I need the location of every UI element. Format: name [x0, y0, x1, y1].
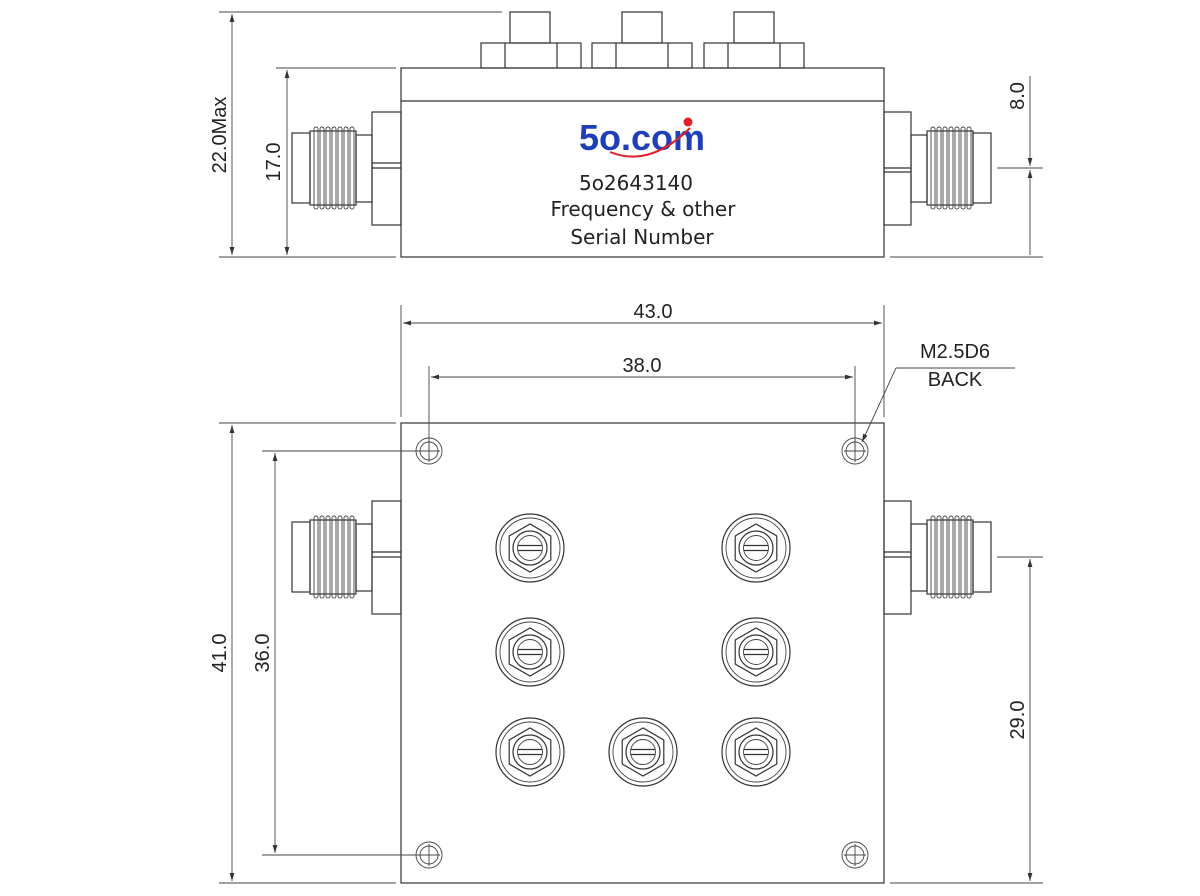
- dim-connector-offset: 29.0: [890, 556, 1043, 884]
- tuning-screws: [495, 513, 791, 787]
- connector-thread: [319, 126, 325, 210]
- tuning-screw-icon: [721, 617, 791, 687]
- connector-thread: [325, 515, 331, 599]
- dim-height-max-label: 22.0Max: [209, 97, 231, 174]
- tuning-screw-icon: [495, 717, 565, 787]
- dim-body-height: 17.0: [263, 67, 396, 255]
- sma-connector-icon-threads: [313, 515, 355, 599]
- side-view: 5o.com 5o2643140 Frequency & other Seria…: [209, 11, 1043, 258]
- connector-thread: [343, 126, 349, 210]
- connector-thread: [960, 126, 966, 210]
- connector-thread: [313, 126, 319, 210]
- top-view: 43.0 38.0 M2.5D6 BACK 41.0 36: [209, 301, 1043, 884]
- brand-logo: 5o.com: [579, 117, 705, 158]
- mounting-hole-icon: [841, 841, 869, 869]
- connector-thread: [948, 515, 954, 599]
- connector-thread: [942, 515, 948, 599]
- sma-connector-icon-threads: [313, 126, 355, 210]
- connector-thread: [954, 126, 960, 210]
- connector-thread: [349, 126, 355, 210]
- tuning-screw-icon: [608, 717, 678, 787]
- dim-body-height-label: 17.0: [263, 143, 285, 182]
- connector-thread: [349, 515, 355, 599]
- side-right-connector: [883, 111, 992, 226]
- connector-thread: [966, 126, 972, 210]
- dim-height-max: 22.0Max: [209, 11, 502, 258]
- connector-thread: [948, 126, 954, 210]
- connector-thread: [313, 515, 319, 599]
- side-left-connector: [291, 111, 402, 226]
- connector-thread: [936, 126, 942, 210]
- hole-callout: M2.5D6 BACK: [861, 341, 1015, 443]
- top-view-body: [400, 422, 885, 884]
- part-number: 5o2643140: [579, 171, 693, 195]
- top-left-connector: [291, 500, 402, 615]
- connector-thread: [337, 126, 343, 210]
- tuning-screw-icon: [721, 513, 791, 583]
- hole-callout-size: M2.5D6: [920, 341, 990, 363]
- sma-connector-icon-threads: [930, 515, 972, 599]
- dim-hole-spacing-x: 38.0: [428, 355, 856, 450]
- connector-thread: [930, 515, 936, 599]
- connector-thread: [343, 515, 349, 599]
- tuning-screw-icon: [721, 717, 791, 787]
- connector-thread: [331, 126, 337, 210]
- mounting-holes: [415, 437, 869, 869]
- connector-thread: [936, 515, 942, 599]
- dim-connector-offset-label: 29.0: [1007, 701, 1029, 740]
- tuning-screw-icon: [495, 617, 565, 687]
- dim-height: 41.0: [209, 422, 396, 884]
- connector-thread: [325, 126, 331, 210]
- connector-thread: [966, 515, 972, 599]
- connector-thread: [331, 515, 337, 599]
- connector-thread: [942, 126, 948, 210]
- side-tuning-stacks: [480, 11, 805, 69]
- dim-width-label: 43.0: [634, 301, 673, 323]
- top-right-connector: [883, 500, 992, 615]
- hole-callout-back: BACK: [928, 369, 983, 391]
- label-line-serial: Serial Number: [570, 225, 714, 249]
- connector-thread: [960, 515, 966, 599]
- sma-connector-icon-threads: [930, 126, 972, 210]
- connector-thread: [319, 515, 325, 599]
- dim-hole-spacing-x-label: 38.0: [623, 355, 662, 377]
- tuning-screw-icon: [495, 513, 565, 583]
- dim-connector-center: 8.0: [890, 76, 1043, 258]
- connector-thread: [954, 515, 960, 599]
- connector-thread: [337, 515, 343, 599]
- dim-connector-center-label: 8.0: [1007, 82, 1029, 110]
- dim-hole-spacing-y-label: 36.0: [252, 634, 274, 673]
- connector-thread: [930, 126, 936, 210]
- dim-hole-spacing-y: 36.0: [252, 450, 420, 856]
- dim-width: 43.0: [400, 301, 885, 417]
- label-line-frequency: Frequency & other: [551, 197, 737, 221]
- dim-height-label: 41.0: [209, 634, 231, 673]
